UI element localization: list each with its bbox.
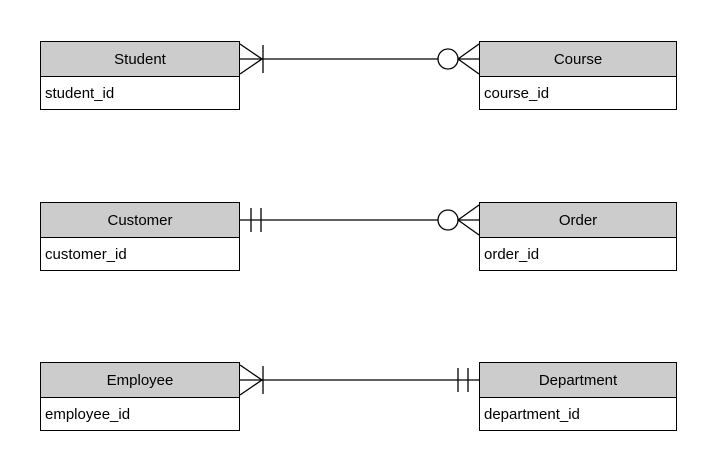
crow-foot-many-icon xyxy=(239,364,263,396)
entity-employee: Employee employee_id xyxy=(40,362,240,431)
entity-customer-title: Customer xyxy=(41,203,239,238)
entity-order-field-order-id: order_id xyxy=(484,245,540,263)
entity-student-field-student-id: student_id xyxy=(45,84,115,102)
optional-zero-circle-icon xyxy=(437,209,459,231)
entity-course-title: Course xyxy=(480,42,676,77)
entity-order: Order order_id xyxy=(479,202,677,271)
crow-foot-many-icon xyxy=(457,43,480,75)
connector-customer-order xyxy=(240,204,480,236)
entity-student: Student student_id xyxy=(40,41,240,110)
connector-student-course xyxy=(239,43,480,75)
entity-student-title: Student xyxy=(41,42,239,77)
entity-course-field-course-id: course_id xyxy=(484,84,550,102)
entity-customer: Customer customer_id xyxy=(40,202,240,271)
entity-employee-field-employee-id: employee_id xyxy=(45,405,131,423)
entity-customer-field-customer-id: customer_id xyxy=(45,245,127,263)
entity-order-title: Order xyxy=(480,203,676,238)
entity-department-title: Department xyxy=(480,363,676,398)
optional-zero-circle-icon xyxy=(437,48,459,70)
entity-employee-title: Employee xyxy=(41,363,239,398)
connector-employee-department xyxy=(239,364,479,396)
entity-course: Course course_id xyxy=(479,41,677,110)
crow-foot-many-icon xyxy=(239,43,263,75)
entity-department: Department department_id xyxy=(479,362,677,431)
entity-department-field-department-id: department_id xyxy=(484,405,580,423)
crow-foot-many-icon xyxy=(457,204,480,236)
